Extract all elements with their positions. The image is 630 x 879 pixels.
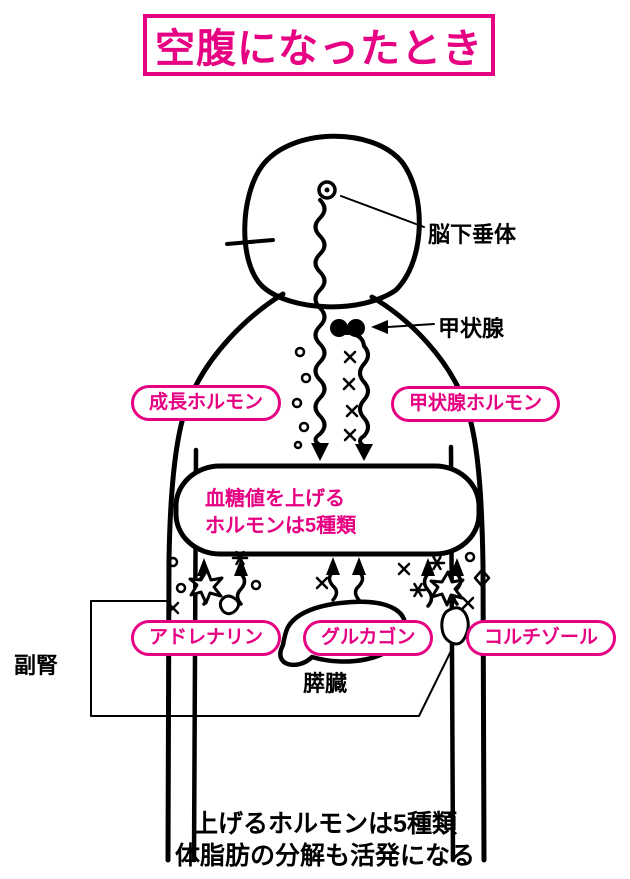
pituitary-dot xyxy=(324,187,330,193)
body-right-outline xyxy=(369,294,487,863)
pituitary-gland xyxy=(317,180,337,200)
page-title: 空腹になったとき xyxy=(155,27,483,71)
footer-note: 上げるホルモンは5種類 体脂肪の分解も活発になる xyxy=(145,808,505,872)
adrenal-left-shape xyxy=(188,568,224,605)
adrenal-left-blob xyxy=(218,594,241,616)
adrenaline-pill: アドレナリン xyxy=(131,620,282,656)
glucagon-pill: グルカゴン xyxy=(303,620,434,656)
thyroid-hormone-pill: 甲状腺ホルモン xyxy=(391,386,561,422)
adrenal-right-shape xyxy=(429,570,465,607)
pituitary-label: 脳下垂体 xyxy=(428,222,517,247)
thyroid-gland xyxy=(330,319,365,337)
stomach-oval xyxy=(173,463,482,557)
pituitary-pointer-line xyxy=(340,195,425,228)
thyroid-pointer-arrowhead xyxy=(371,320,388,334)
thyroid-hormone-flow xyxy=(350,332,370,448)
thyroid-label: 甲状腺 xyxy=(438,316,505,341)
body-left-outline xyxy=(165,291,286,863)
ear-line xyxy=(225,238,275,246)
footer-line1: 上げるホルモンは5種類 xyxy=(193,810,457,838)
pancreas-label: 膵臓 xyxy=(303,671,348,696)
decoration-marks xyxy=(166,346,491,615)
head-outline xyxy=(242,133,422,310)
title-box: 空腹になったとき xyxy=(143,14,495,76)
adrenal-bracket-line xyxy=(90,600,452,717)
growth-hormone-flow-arrowhead xyxy=(311,443,329,461)
growth-hormone-flow xyxy=(313,198,327,447)
stomach-note-line1: 血糖値を上げる xyxy=(205,488,345,510)
growth-hormone-pill: 成長ホルモン xyxy=(131,385,282,421)
adrenal-right-blob xyxy=(440,606,470,646)
footer-line2: 体脂肪の分解も活発になる xyxy=(174,842,475,870)
cortisol-pill: コルチゾール xyxy=(466,620,617,656)
adrenal-label: 副腎 xyxy=(14,653,59,678)
thyroid-hormone-flow-arrowhead xyxy=(355,444,373,461)
stomach-note-line2: ホルモンは5種類 xyxy=(205,515,357,537)
stomach-note: 血糖値を上げる ホルモンは5種類 xyxy=(205,486,356,540)
